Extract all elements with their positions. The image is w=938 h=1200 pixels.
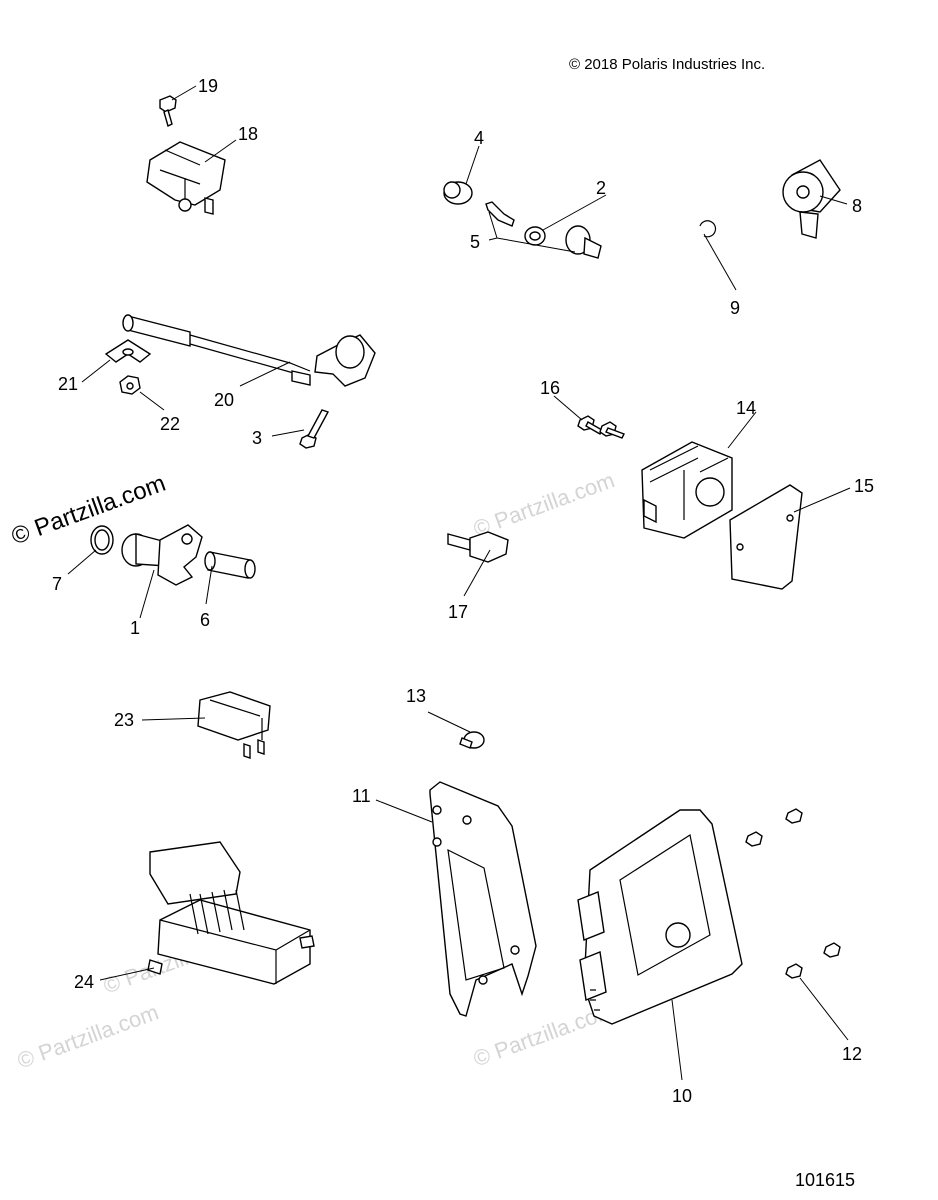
callout-12: 12	[842, 1044, 862, 1064]
callout-22: 22	[160, 414, 180, 434]
callout-labels: 19 18 4 2 5 8 9 21 20 22 3 16 14 15 17 7…	[52, 76, 874, 1106]
part-7-o-ring[interactable]	[90, 525, 114, 555]
part-6-sleeve[interactable]	[204, 551, 256, 579]
part-14-module[interactable]	[641, 441, 733, 539]
callout-7: 7	[52, 574, 62, 594]
part-3-bolt[interactable]	[299, 409, 330, 449]
callout-10: 10	[672, 1086, 692, 1106]
part-9-clip[interactable]	[699, 220, 717, 238]
callout-13: 13	[406, 686, 426, 706]
part-12-screws[interactable]	[745, 808, 841, 979]
callout-2: 2	[596, 178, 606, 198]
callout-8: 8	[852, 196, 862, 216]
part-16-screw[interactable]	[577, 415, 625, 439]
part-24-regulator[interactable]	[147, 841, 315, 985]
part-10-ecu[interactable]	[577, 809, 743, 1025]
part-22-nut[interactable]	[119, 375, 141, 395]
part-15-gasket[interactable]	[729, 484, 803, 590]
callout-11: 11	[352, 786, 371, 806]
part-21-clamp[interactable]	[104, 339, 152, 363]
part-23-switch[interactable]	[197, 691, 271, 759]
callout-9: 9	[730, 298, 740, 318]
part-1-cam-sensor[interactable]	[121, 524, 203, 586]
diagram-number: 101615	[795, 1170, 856, 1190]
callout-15: 15	[854, 476, 874, 496]
callout-24: 24	[74, 972, 94, 992]
leader-lines	[67, 85, 851, 1081]
callout-18: 18	[238, 124, 258, 144]
callout-6: 6	[200, 610, 210, 630]
copyright-text: © 2018 Polaris Industries Inc.	[569, 56, 766, 73]
part-2-o-ring[interactable]	[524, 226, 546, 246]
callout-5: 5	[470, 232, 480, 252]
part-18-map-sensor[interactable]	[146, 141, 226, 215]
callout-3: 3	[252, 428, 262, 448]
callout-14: 14	[736, 398, 756, 418]
callout-19: 19	[198, 76, 218, 96]
part-17-temp-sensor[interactable]	[447, 531, 509, 563]
callout-23: 23	[114, 710, 134, 730]
part-13-push-pin[interactable]	[459, 731, 485, 749]
part-19-bolt[interactable]	[159, 95, 177, 128]
part-11-bracket[interactable]	[429, 781, 537, 1017]
part-8-knock-sensor[interactable]	[782, 159, 841, 239]
part-20-speed-sensor-cable[interactable]	[122, 314, 376, 387]
callout-16: 16	[540, 378, 560, 398]
callout-1: 1	[130, 618, 140, 638]
callout-21: 21	[58, 374, 78, 394]
callout-17: 17	[448, 602, 468, 622]
callout-20: 20	[214, 390, 234, 410]
part-4-cap[interactable]	[443, 181, 473, 205]
part-5-sensor[interactable]	[485, 201, 602, 259]
callout-4: 4	[474, 128, 484, 148]
